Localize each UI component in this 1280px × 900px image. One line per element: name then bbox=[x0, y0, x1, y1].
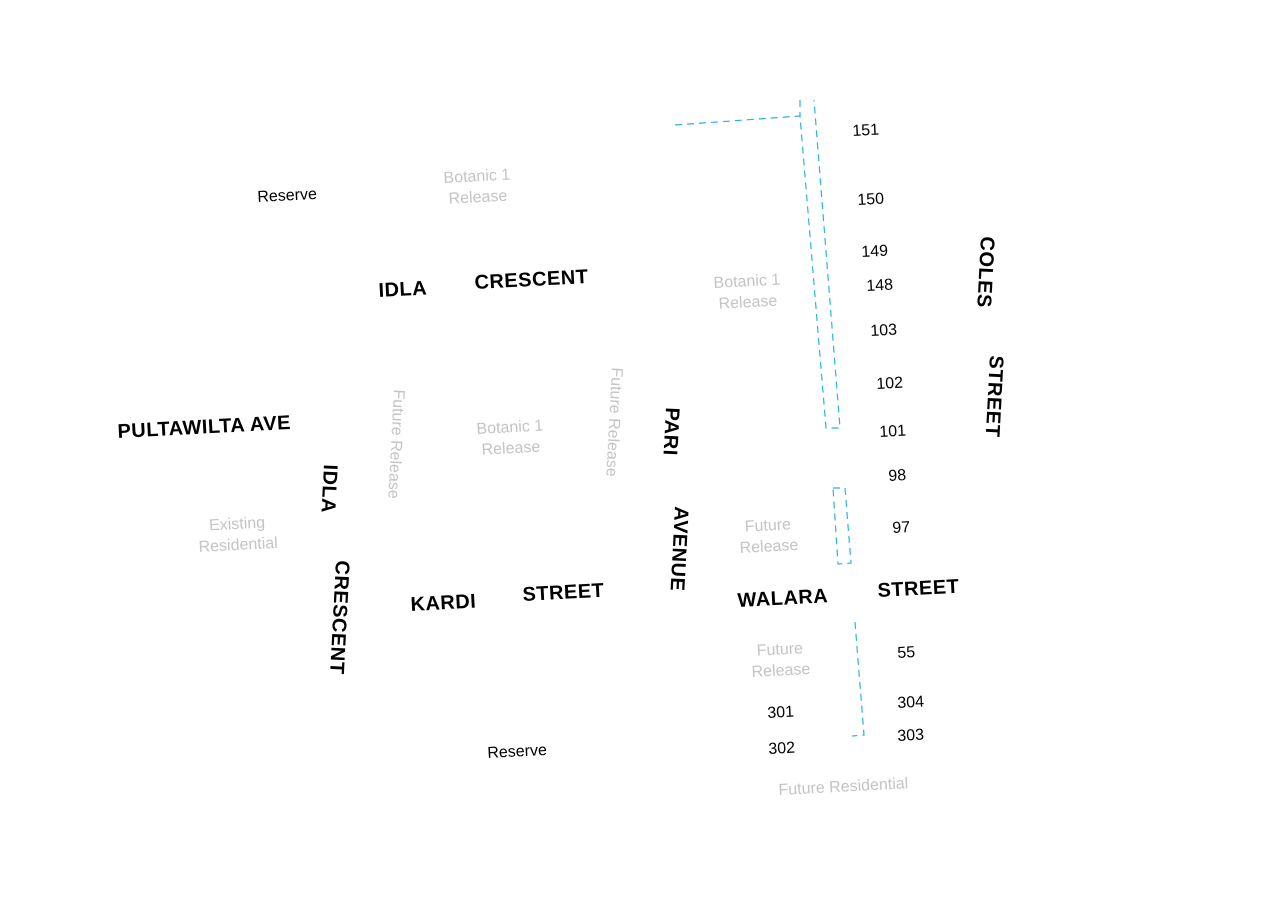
street-label-idla-west: IDLA bbox=[316, 463, 341, 514]
zone-label-line: Residential bbox=[198, 534, 279, 556]
street-label-coles-street: STREET bbox=[980, 354, 1007, 438]
street-label-kardi: KARDI bbox=[409, 590, 477, 616]
lot-number: 303 bbox=[896, 726, 925, 745]
street-label-kardi-street: STREET bbox=[521, 579, 605, 606]
zone-label-botanic-release-east: Botanic 1 Release bbox=[713, 270, 782, 315]
zone-label-future-release-walara: Future Release bbox=[738, 514, 799, 559]
zone-label-line: Release bbox=[448, 187, 508, 208]
zone-label-future-release-south: Future Release bbox=[750, 638, 811, 683]
lot-number: 304 bbox=[896, 693, 925, 712]
lot-number: 98 bbox=[887, 467, 907, 485]
reserve-label-south: Reserve bbox=[486, 741, 548, 762]
zone-label-botanic-release-center: Botanic 1 Release bbox=[476, 416, 545, 461]
lot-number: 102 bbox=[875, 374, 904, 393]
street-label-walara: WALARA bbox=[736, 585, 829, 612]
zone-label-line: Release bbox=[481, 438, 541, 459]
street-label-walara-street: STREET bbox=[876, 575, 960, 602]
zone-label-botanic-release-north: Botanic 1 Release bbox=[443, 165, 512, 210]
reserve-label-north: Reserve bbox=[256, 185, 318, 206]
lot-number: 301 bbox=[766, 703, 795, 722]
street-label-avenue: AVENUE bbox=[665, 505, 692, 592]
zone-label-existing-residential: Existing Residential bbox=[197, 512, 278, 558]
street-label-idla-north: IDLA bbox=[377, 277, 428, 302]
lot-number: 97 bbox=[891, 519, 911, 537]
zone-label-line: Release bbox=[718, 292, 778, 313]
north-boundary-line bbox=[674, 99, 841, 429]
lot-number: 55 bbox=[896, 644, 916, 662]
south-boundary-line bbox=[851, 621, 865, 737]
street-label-pari: PARI bbox=[658, 406, 683, 457]
lot-98-boundary bbox=[832, 487, 852, 565]
lot-number: 150 bbox=[856, 190, 885, 209]
lot-number: 151 bbox=[851, 121, 880, 140]
lot-number: 103 bbox=[869, 321, 898, 340]
zone-label-line: Release bbox=[739, 536, 799, 557]
lot-number: 302 bbox=[767, 739, 796, 758]
lot-number: 148 bbox=[865, 276, 894, 295]
lot-number: 101 bbox=[878, 422, 907, 441]
zone-label-line: Release bbox=[751, 660, 811, 681]
street-label-coles: COLES bbox=[972, 235, 998, 309]
lot-number: 149 bbox=[860, 242, 889, 261]
